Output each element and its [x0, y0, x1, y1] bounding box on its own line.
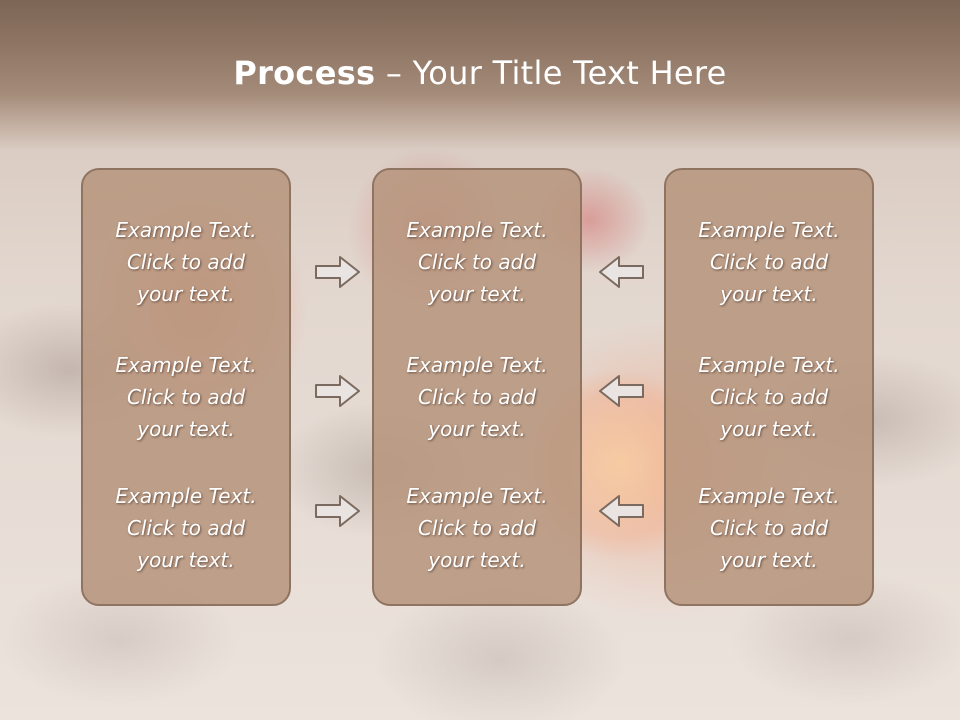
- text-line: Example Text.: [698, 484, 840, 508]
- text-line: Click to add: [709, 250, 829, 274]
- text-line: Example Text.: [698, 218, 840, 242]
- process-box-right[interactable]: Example Text. Click to add your text. Ex…: [664, 168, 874, 606]
- text-line: your text.: [428, 417, 526, 441]
- arrow-left-icon: [599, 375, 644, 407]
- text-line: your text.: [720, 417, 818, 441]
- text-line: your text.: [720, 548, 818, 572]
- process-box-left[interactable]: Example Text. Click to add your text. Ex…: [81, 168, 291, 606]
- title-band: [0, 0, 960, 150]
- text-placeholder[interactable]: Example Text. Click to add your text.: [83, 214, 289, 310]
- arrow-left-icon: [599, 256, 644, 288]
- text-line: Click to add: [417, 250, 537, 274]
- text-placeholder[interactable]: Example Text. Click to add your text.: [666, 349, 872, 445]
- text-placeholder[interactable]: Example Text. Click to add your text.: [83, 480, 289, 576]
- text-line: your text.: [137, 282, 235, 306]
- text-placeholder[interactable]: Example Text. Click to add your text.: [374, 349, 580, 445]
- text-placeholder[interactable]: Example Text. Click to add your text.: [666, 214, 872, 310]
- title-rest-text: – Your Title Text Here: [375, 54, 727, 92]
- text-line: Click to add: [126, 385, 246, 409]
- text-line: Example Text.: [406, 218, 548, 242]
- text-placeholder[interactable]: Example Text. Click to add your text.: [374, 480, 580, 576]
- arrow-right-icon: [315, 495, 360, 527]
- arrow-right-icon: [315, 375, 360, 407]
- text-line: your text.: [428, 282, 526, 306]
- text-placeholder[interactable]: Example Text. Click to add your text.: [666, 480, 872, 576]
- text-line: Example Text.: [115, 484, 257, 508]
- text-line: Click to add: [709, 385, 829, 409]
- text-line: Example Text.: [115, 353, 257, 377]
- text-line: Example Text.: [698, 353, 840, 377]
- text-line: your text.: [137, 548, 235, 572]
- text-line: Click to add: [417, 385, 537, 409]
- text-placeholder[interactable]: Example Text. Click to add your text.: [83, 349, 289, 445]
- arrow-right-icon: [315, 256, 360, 288]
- text-line: Click to add: [709, 516, 829, 540]
- text-line: Example Text.: [115, 218, 257, 242]
- text-line: Example Text.: [406, 353, 548, 377]
- process-box-center[interactable]: Example Text. Click to add your text. Ex…: [372, 168, 582, 606]
- text-line: Click to add: [126, 250, 246, 274]
- text-line: Click to add: [417, 516, 537, 540]
- text-line: Example Text.: [406, 484, 548, 508]
- slide-title[interactable]: Process – Your Title Text Here: [0, 54, 960, 92]
- arrow-left-icon: [599, 495, 644, 527]
- text-line: your text.: [428, 548, 526, 572]
- text-line: your text.: [137, 417, 235, 441]
- text-line: Click to add: [126, 516, 246, 540]
- text-line: your text.: [720, 282, 818, 306]
- text-placeholder[interactable]: Example Text. Click to add your text.: [374, 214, 580, 310]
- title-bold-text: Process: [233, 54, 376, 92]
